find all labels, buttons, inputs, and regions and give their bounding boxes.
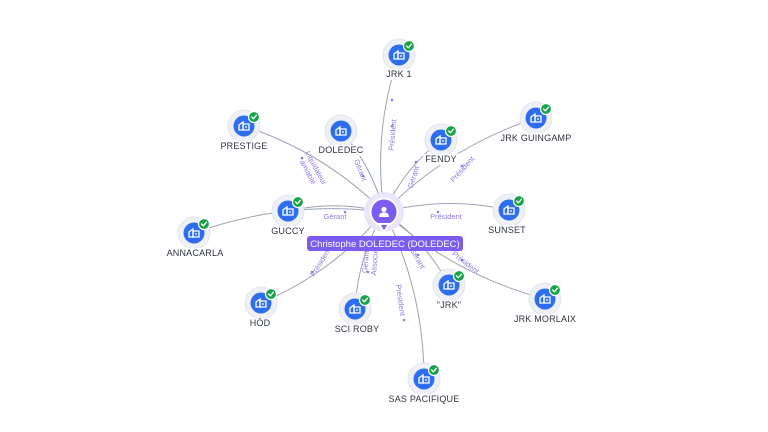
building-icon	[443, 279, 455, 290]
company-label-bg	[217, 141, 271, 152]
company-label-bg	[270, 226, 306, 237]
company-label: "JRK"	[437, 300, 461, 310]
company-node-doledec[interactable]: DOLEDEC	[317, 114, 365, 156]
edge-saspacifique	[383, 211, 425, 380]
edge-arrow	[300, 156, 304, 160]
company-label-bg	[381, 69, 417, 80]
company-label: JRK GUINGAMP	[501, 133, 572, 143]
company-label: SAS PACIFIQUE	[389, 394, 460, 404]
company-label-bg	[330, 324, 384, 335]
edge-arrow	[390, 124, 394, 128]
company-node-jrkguingamp[interactable]: JRK GUINGAMP	[498, 101, 574, 144]
building-icon	[255, 297, 267, 308]
center-label-bg	[307, 236, 463, 251]
edge-arrow	[343, 210, 347, 214]
building-icon	[435, 134, 447, 145]
building-icon	[188, 227, 200, 238]
verified-check-icon	[247, 110, 261, 124]
company-node-guccy[interactable]: GUCCY	[270, 194, 306, 237]
company-label: PRESTIGE	[220, 141, 267, 151]
edge-arrow	[460, 164, 464, 168]
edge-label-doledec: Gérant	[352, 158, 369, 183]
edge-label-jrk1: Président	[387, 118, 399, 151]
company-label-bg	[486, 225, 528, 236]
building-icon	[418, 373, 430, 384]
company-node-prestige[interactable]: PRESTIGE	[217, 109, 271, 152]
edge-arrow	[366, 270, 370, 274]
building-icon	[530, 112, 542, 123]
company-node-fendy[interactable]: FENDY	[423, 123, 459, 165]
edge-arrow	[361, 174, 365, 178]
company-node-annacarla[interactable]: ANNACARLA	[165, 216, 225, 259]
edge-arrow	[414, 160, 418, 164]
company-node-sciroby[interactable]: SCI ROBY	[330, 292, 384, 335]
company-label: GUCCY	[271, 226, 305, 236]
center-person-node[interactable]: Christophe DOLEDEC (DOLEDEC)	[307, 192, 463, 251]
company-node-sunset[interactable]: SUNSET	[486, 193, 528, 236]
verified-check-icon	[444, 124, 458, 138]
edge-arrow	[390, 98, 394, 102]
verified-check-icon	[452, 269, 466, 283]
company-node-saspacifique[interactable]: SAS PACIFIQUE	[383, 362, 465, 405]
building-icon	[335, 125, 347, 136]
building-icon	[349, 303, 361, 314]
company-label: JRK MORLAIX	[514, 314, 576, 324]
company-label-bg	[383, 394, 465, 405]
edge-label-guccy: Gérant	[324, 212, 348, 221]
company-label: DOLEDEC	[319, 145, 364, 155]
company-label-bg	[423, 154, 459, 165]
building-icon	[393, 49, 405, 60]
company-label: JRK 1	[386, 69, 412, 79]
edge-label-sunset: Président	[430, 212, 463, 221]
company-node-jrkmorlaix[interactable]: JRK MORLAIX	[510, 282, 580, 325]
company-label-bg	[165, 248, 225, 259]
company-node-jrk1[interactable]: JRK 1	[381, 38, 417, 80]
building-icon	[503, 204, 515, 215]
verified-check-icon	[197, 217, 211, 231]
verified-check-icon	[358, 293, 372, 307]
verified-check-icon	[548, 283, 562, 297]
building-icon	[282, 205, 294, 216]
verified-check-icon	[512, 194, 526, 208]
edge-arrow	[460, 258, 464, 262]
company-label: SCI ROBY	[335, 324, 380, 334]
company-label: FENDY	[425, 154, 457, 164]
center-label: Christophe DOLEDEC (DOLEDEC)	[310, 239, 459, 250]
edge-jrkmorlaix	[383, 211, 546, 300]
verified-check-icon	[264, 287, 278, 301]
company-label: HÖD	[250, 318, 271, 328]
company-label-bg	[510, 314, 580, 325]
edge-arrow	[310, 270, 314, 274]
edge-label-saspacifique: Président	[394, 284, 407, 318]
building-icon	[539, 293, 551, 304]
company-icon-bg	[330, 120, 352, 142]
company-label-bg	[317, 145, 365, 156]
edge-arrow	[402, 318, 406, 322]
company-label-bg	[247, 318, 273, 329]
building-icon	[238, 120, 250, 131]
edge-label-sciroby: GérantAssocié	[360, 248, 380, 276]
nodes-layer: JRK 1 DOLEDEC FENDY PRESTIGE JRK GUINGAMP GUC…	[165, 38, 580, 405]
company-node-hod[interactable]: HÖD	[244, 286, 278, 329]
company-label: SUNSET	[488, 225, 526, 235]
edge-arrow	[416, 253, 420, 257]
company-node-jrkq[interactable]: "JRK"	[431, 268, 467, 311]
verified-check-icon	[291, 195, 305, 209]
verified-check-icon	[402, 39, 416, 53]
company-label-bg	[498, 133, 574, 144]
verified-check-icon	[539, 102, 553, 116]
company-label-bg	[431, 300, 467, 311]
verified-check-icon	[427, 363, 441, 377]
person-icon	[379, 206, 389, 217]
center-pointer	[377, 223, 391, 234]
company-label: ANNACARLA	[167, 248, 224, 258]
edge-arrow	[436, 210, 440, 214]
